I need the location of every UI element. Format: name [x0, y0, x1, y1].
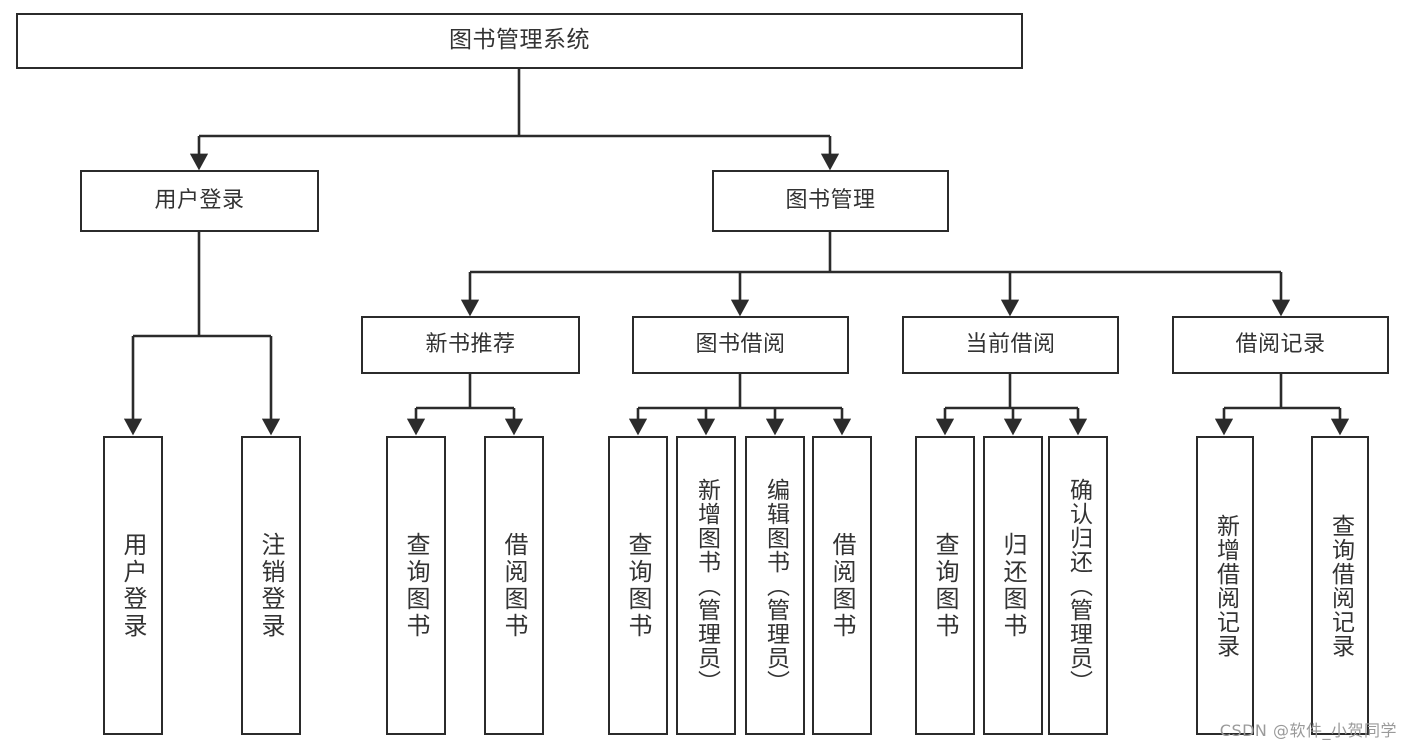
node-label: 借阅图书 [500, 531, 528, 640]
node-book-borrow[interactable]: 图书借阅 [632, 316, 849, 374]
node-label: 用户登录 [119, 531, 147, 640]
node-leaf-return-book[interactable]: 归还图书 [983, 436, 1043, 735]
node-leaf-query-book-bb[interactable]: 查询图书 [608, 436, 668, 735]
node-leaf-logout[interactable]: 注销登录 [241, 436, 301, 735]
node-label: 图书管理系统 [449, 27, 590, 54]
node-label: 借阅记录 [1235, 331, 1326, 357]
node-leaf-confirm-return-admin[interactable]: 确认归还（管理员） [1048, 436, 1108, 735]
node-book-management[interactable]: 图书管理 [712, 170, 949, 232]
node-label: 查询图书 [624, 531, 652, 640]
node-leaf-query-borrow-record[interactable]: 查询借阅记录 [1311, 436, 1369, 735]
node-label: 新增图书（管理员） [693, 477, 720, 694]
node-new-book-recommend[interactable]: 新书推荐 [361, 316, 580, 374]
node-leaf-user-login[interactable]: 用户登录 [103, 436, 163, 735]
node-label: 当前借阅 [965, 331, 1056, 357]
node-leaf-borrow-book-bb[interactable]: 借阅图书 [812, 436, 872, 735]
node-user-login[interactable]: 用户登录 [80, 170, 319, 232]
node-leaf-edit-book-admin[interactable]: 编辑图书（管理员） [745, 436, 805, 735]
node-label: 新增借阅记录 [1212, 513, 1239, 658]
watermark-text: CSDN @软件_小贺同学 [1219, 721, 1397, 740]
node-leaf-borrow-book-nb[interactable]: 借阅图书 [484, 436, 544, 735]
node-leaf-query-book-nb[interactable]: 查询图书 [386, 436, 446, 735]
node-label: 注销登录 [257, 531, 285, 640]
node-root-system[interactable]: 图书管理系统 [16, 13, 1023, 69]
node-label: 图书借阅 [695, 331, 786, 357]
node-label: 编辑图书（管理员） [762, 477, 789, 694]
node-label: 借阅图书 [828, 531, 856, 640]
node-label: 新书推荐 [425, 331, 516, 357]
node-label: 用户登录 [154, 187, 245, 213]
node-label: 确认归还（管理员） [1065, 477, 1092, 694]
node-label: 查询图书 [931, 531, 959, 640]
node-leaf-add-book-admin[interactable]: 新增图书（管理员） [676, 436, 736, 735]
node-borrow-record[interactable]: 借阅记录 [1172, 316, 1389, 374]
node-label: 查询借阅记录 [1327, 513, 1354, 658]
node-current-borrow[interactable]: 当前借阅 [902, 316, 1119, 374]
node-label: 图书管理 [785, 187, 876, 213]
node-label: 查询图书 [402, 531, 430, 640]
node-leaf-query-book-cb[interactable]: 查询图书 [915, 436, 975, 735]
node-leaf-add-borrow-record[interactable]: 新增借阅记录 [1196, 436, 1254, 735]
node-label: 归还图书 [999, 531, 1027, 640]
